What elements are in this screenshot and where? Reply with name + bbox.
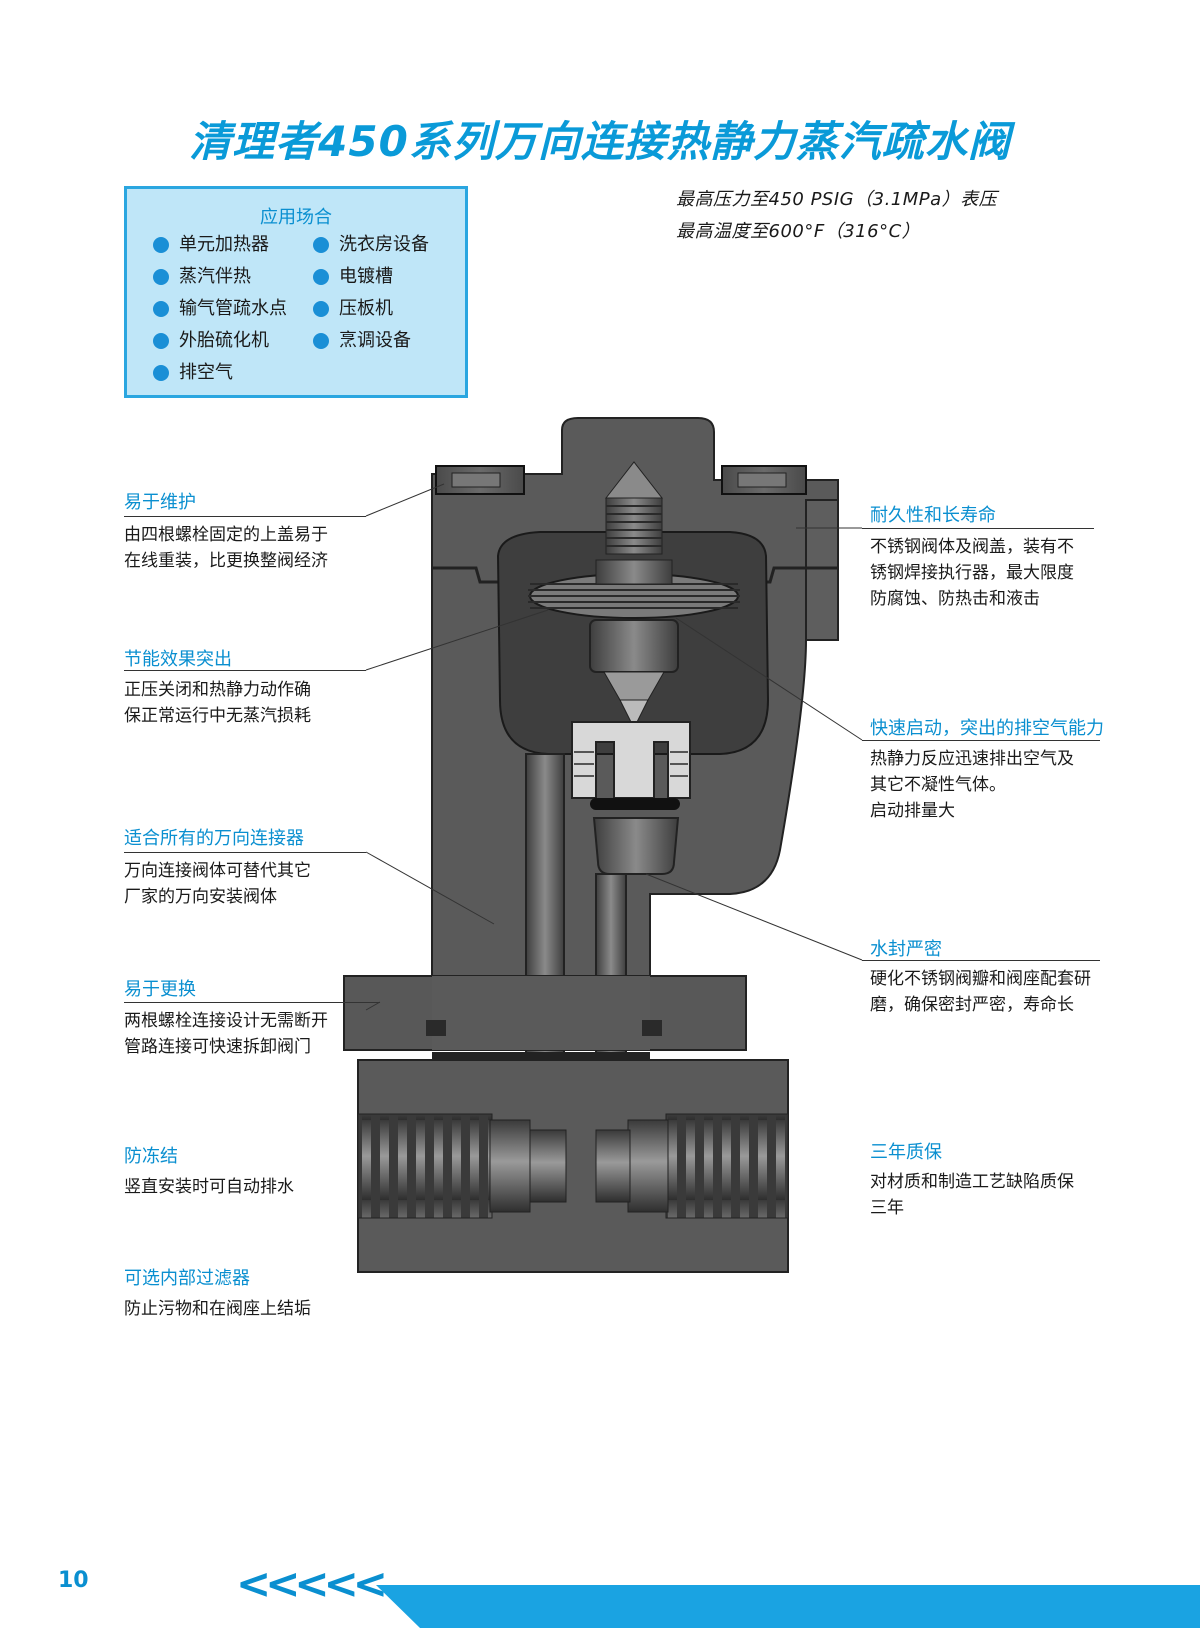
callout-energy-desc: 正压关闭和热静力动作确保正常运行中无蒸汽损耗 [124, 680, 311, 726]
bullet-icon [153, 237, 169, 253]
application-item: 蒸汽伴热 [153, 266, 251, 288]
callout-seal-title: 水封严密 [870, 939, 942, 960]
applications-box: 应用场合 单元加热器 蒸汽伴热 输气管疏水点 外胎硫化机 排空气 洗衣房设备 电… [124, 186, 468, 398]
bullet-icon [153, 301, 169, 317]
application-item: 电镀槽 [313, 266, 393, 288]
callout-quickstart-desc: 热静力反应迅速排出空气及其它不凝性气体。启动排量大 [870, 749, 1074, 821]
callout-quickstart-title: 快速启动，突出的排空气能力 [870, 718, 1104, 739]
application-item: 压板机 [313, 298, 393, 320]
callout-underline [862, 528, 1094, 529]
callout-underline [862, 740, 1100, 741]
callout-filter-desc: 防止污物和在阀座上结垢 [124, 1299, 311, 1319]
callout-underline [124, 1002, 380, 1003]
bullet-icon [153, 365, 169, 381]
footer-bar [376, 1585, 1200, 1628]
spec-pressure: 最高压力至450 PSIG（3.1MPa）表压 [676, 189, 998, 210]
callout-maintenance-desc: 由四根螺栓固定的上盖易于在线重装，比更换整阀经济 [124, 525, 328, 571]
callout-seal-desc: 硬化不锈钢阀瓣和阀座配套研磨，确保密封严密，寿命长 [870, 969, 1091, 1015]
bullet-icon [313, 237, 329, 253]
callout-maintenance-title: 易于维护 [124, 492, 196, 513]
callout-warranty-title: 三年质保 [870, 1142, 942, 1163]
application-item: 洗衣房设备 [313, 234, 429, 256]
bullet-icon [313, 301, 329, 317]
callout-universal-desc: 万向连接阀体可替代其它厂家的万向安装阀体 [124, 861, 311, 907]
application-item: 输气管疏水点 [153, 298, 287, 320]
callout-underline [124, 670, 366, 671]
callout-durability-desc: 不锈钢阀体及阀盖，装有不锈钢焊接执行器，最大限度防腐蚀、防热击和液击 [870, 537, 1074, 609]
application-item: 排空气 [153, 362, 233, 384]
callout-warranty-desc: 对材质和制造工艺缺陷质保三年 [870, 1172, 1074, 1218]
callout-underline [124, 852, 366, 853]
callout-replace-title: 易于更换 [124, 979, 196, 1000]
callout-universal-title: 适合所有的万向连接器 [124, 828, 304, 849]
bullet-icon [313, 269, 329, 285]
application-item: 单元加热器 [153, 234, 269, 256]
callout-underline [124, 516, 366, 517]
bullet-icon [153, 269, 169, 285]
chevron-left-icon: <<<<< [236, 1559, 388, 1608]
application-item: 烹调设备 [313, 330, 411, 352]
page-title: 清理者450系列万向连接热静力蒸汽疏水阀 [189, 117, 1011, 166]
callout-underline [862, 960, 1100, 961]
bullet-icon [313, 333, 329, 349]
applications-heading: 应用场合 [260, 207, 332, 228]
callout-freeze-title: 防冻结 [124, 1146, 178, 1167]
bullet-icon [153, 333, 169, 349]
application-item: 外胎硫化机 [153, 330, 269, 352]
spec-temperature: 最高温度至600°F（316°C） [676, 221, 921, 242]
callout-filter-title: 可选内部过滤器 [124, 1268, 250, 1289]
page-number: 10 [58, 1568, 89, 1593]
callout-energy-title: 节能效果突出 [124, 649, 232, 670]
callout-durability-title: 耐久性和长寿命 [870, 505, 996, 526]
callout-freeze-desc: 竖直安装时可自动排水 [124, 1177, 294, 1197]
callout-replace-desc: 两根螺栓连接设计无需断开管路连接可快速拆卸阀门 [124, 1011, 328, 1057]
